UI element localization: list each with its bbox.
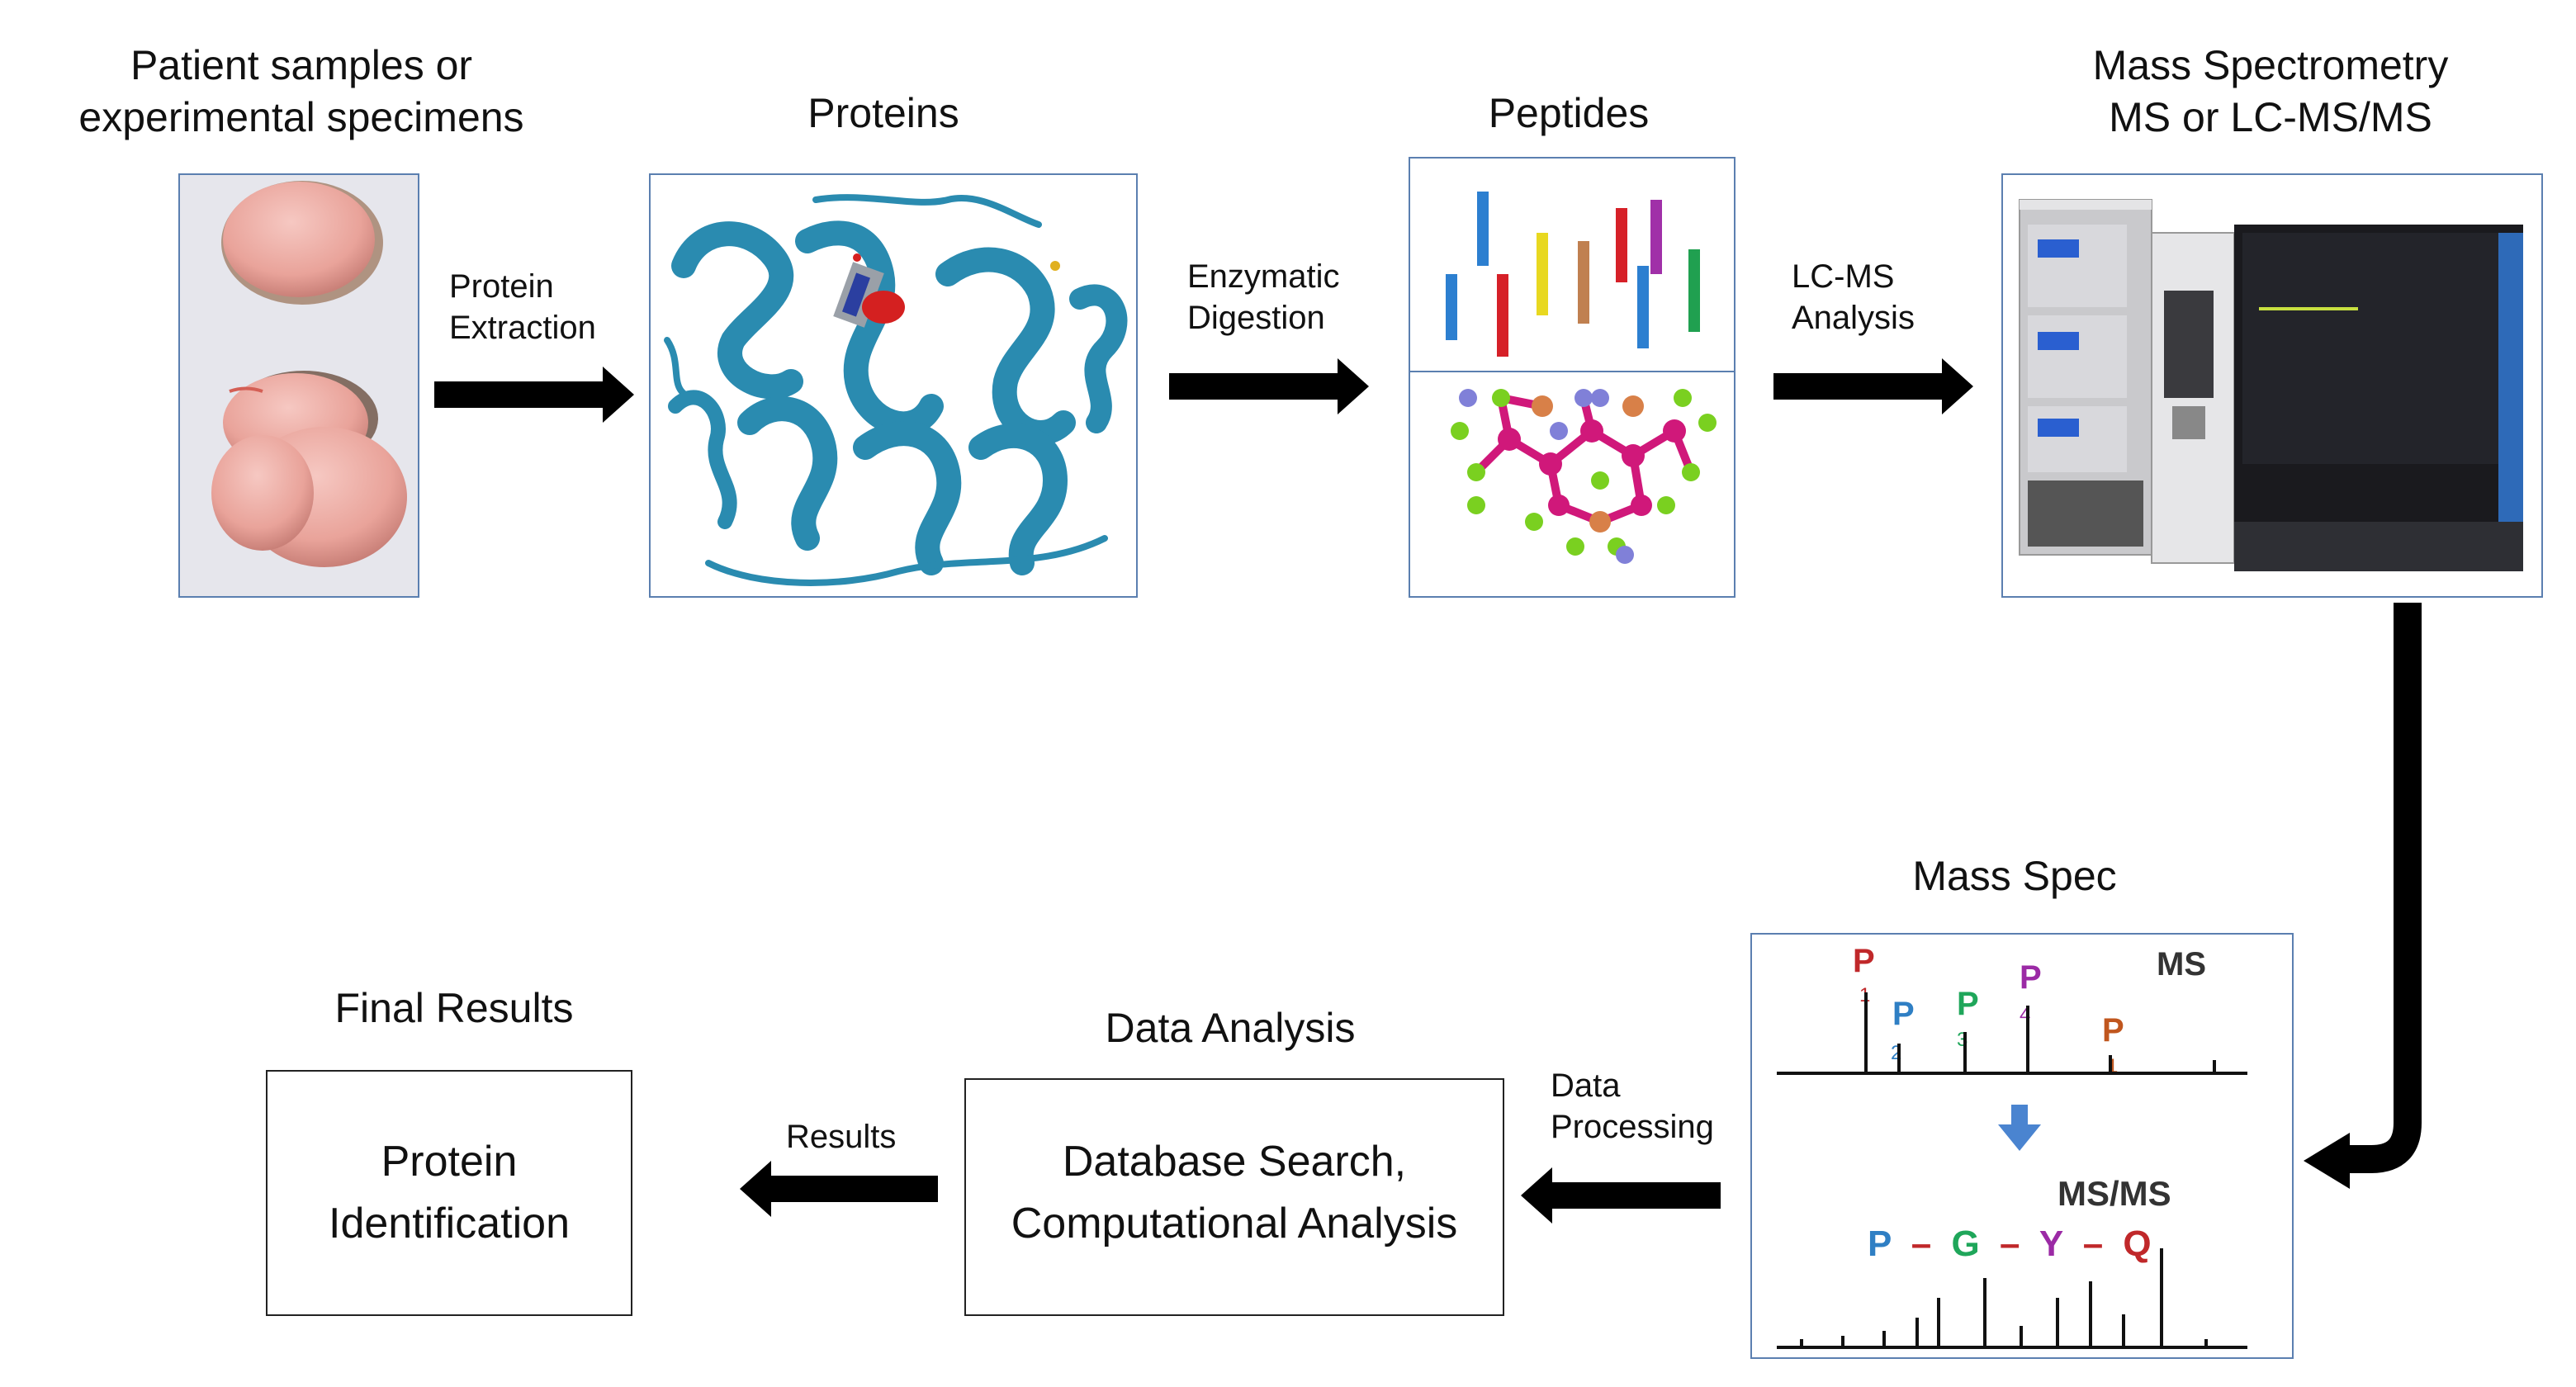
peptides-image (1409, 157, 1735, 598)
arrow-label-results: Results (786, 1119, 897, 1155)
ms-peak-label-2: P (1892, 996, 1915, 1032)
ms-peak-label-4: P (2020, 959, 2042, 996)
arrow-ms-to-spectrum-head (2304, 1133, 2350, 1189)
peptides-picture (1410, 192, 1734, 564)
samples-title: Patient samples or experimental specimen… (78, 42, 524, 140)
sequence-residue-g: G (1951, 1224, 1985, 1264)
arrow-label-digestion: Enzymatic Digestion (1187, 258, 1340, 336)
protein-structure-image (649, 173, 1138, 598)
peptides-title: Peptides (1488, 90, 1650, 136)
arrow-ms-to-spectrum (2345, 603, 2422, 1173)
final-results-line-2: Identification (329, 1200, 570, 1248)
ms-title: Mass Spectrometry MS or LC-MS/MS (2092, 42, 2449, 140)
arrow-results (740, 1161, 938, 1217)
samples-image (178, 173, 419, 598)
arrow-processing (1521, 1167, 1721, 1224)
tissue-samples-picture (180, 175, 418, 596)
data-analysis-line-1: Database Search, (1062, 1138, 1407, 1186)
final-results-box: Protein Identification (266, 1070, 632, 1316)
arrow-extraction (434, 367, 634, 423)
arrow-label-processing: Data Processing (1551, 1067, 1714, 1145)
protein-ribbon-picture (664, 194, 1128, 586)
peptide-sequence: P – G – Y – Q (1868, 1224, 2157, 1265)
ms-label: MS (2157, 946, 2206, 982)
proteins-title: Proteins (807, 90, 959, 136)
mass-spectrometer-picture (2019, 199, 2523, 571)
final-results-line-1: Protein (381, 1138, 518, 1186)
sequence-residue-q: Q (2123, 1224, 2157, 1264)
down-arrow-icon (1998, 1105, 2041, 1151)
data-analysis-line-2: Computational Analysis (1011, 1200, 1458, 1248)
data-analysis-title: Data Analysis (1105, 1005, 1356, 1051)
mass-spectrometer-image (2001, 173, 2543, 598)
arrow-label-extraction: Protein Extraction (449, 268, 596, 346)
ms-peak-label-3: P (1957, 986, 1979, 1022)
massspec-title: Mass Spec (1912, 853, 2117, 899)
sequence-residue-y: Y (2039, 1224, 2068, 1264)
ms-peak-label-5: P (2102, 1012, 2124, 1049)
spectrum-lines (1777, 992, 2247, 1349)
data-analysis-box: Database Search, Computational Analysis (964, 1078, 1504, 1316)
sequence-dash-1: – (1911, 1224, 1937, 1264)
arrow-label-lcms: LC-MS Analysis (1792, 258, 1915, 336)
arrow-lcms (1773, 358, 1973, 414)
sequence-dash-2: – (1999, 1224, 2025, 1264)
arrow-digestion (1169, 358, 1369, 414)
final-results-title: Final Results (334, 985, 574, 1031)
sequence-residue-p: P (1868, 1224, 1896, 1264)
mass-spectrum-panel: MS MS/MS P 1 P 2 P 3 P 4 P 1 (1750, 933, 2294, 1359)
sequence-dash-3: – (2082, 1224, 2109, 1264)
ms-peak-label-1: P (1853, 943, 1875, 979)
msms-label: MS/MS (2057, 1174, 2171, 1213)
